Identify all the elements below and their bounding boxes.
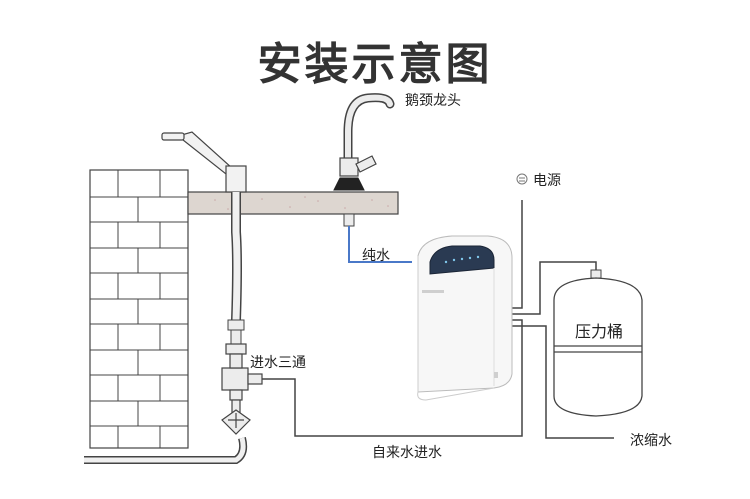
- label-tap-water-inlet: 自来水进水: [372, 445, 442, 461]
- device-logo: [422, 290, 444, 293]
- countertop: [187, 191, 399, 215]
- pure-water-line: [348, 226, 412, 263]
- label-gooseneck-faucet: 鹅颈龙头: [405, 93, 461, 109]
- power-line: [509, 200, 523, 309]
- label-inlet-tee: 进水三通: [250, 355, 306, 371]
- label-power: 电源: [533, 173, 561, 189]
- concentrate-line: [509, 325, 614, 439]
- label-concentrate-water: 浓缩水: [630, 433, 672, 449]
- inlet-tee-fitting: [221, 343, 263, 435]
- pressure-tank-drawing: [553, 277, 643, 417]
- tap-water-inlet-line: [262, 319, 523, 437]
- supply-pipe: [227, 192, 245, 345]
- tap-faucet: [161, 131, 247, 193]
- power-icon: [516, 173, 528, 185]
- water-purifier-device: [417, 235, 513, 401]
- page-title: 安装示意图: [257, 39, 493, 90]
- tank-feed-line: [509, 261, 597, 315]
- label-pressure-tank: 压力桶: [575, 322, 624, 341]
- label-pure-water: 纯水: [362, 248, 390, 264]
- brick-wall: [89, 169, 189, 449]
- gooseneck-faucet-drawing: [333, 93, 395, 227]
